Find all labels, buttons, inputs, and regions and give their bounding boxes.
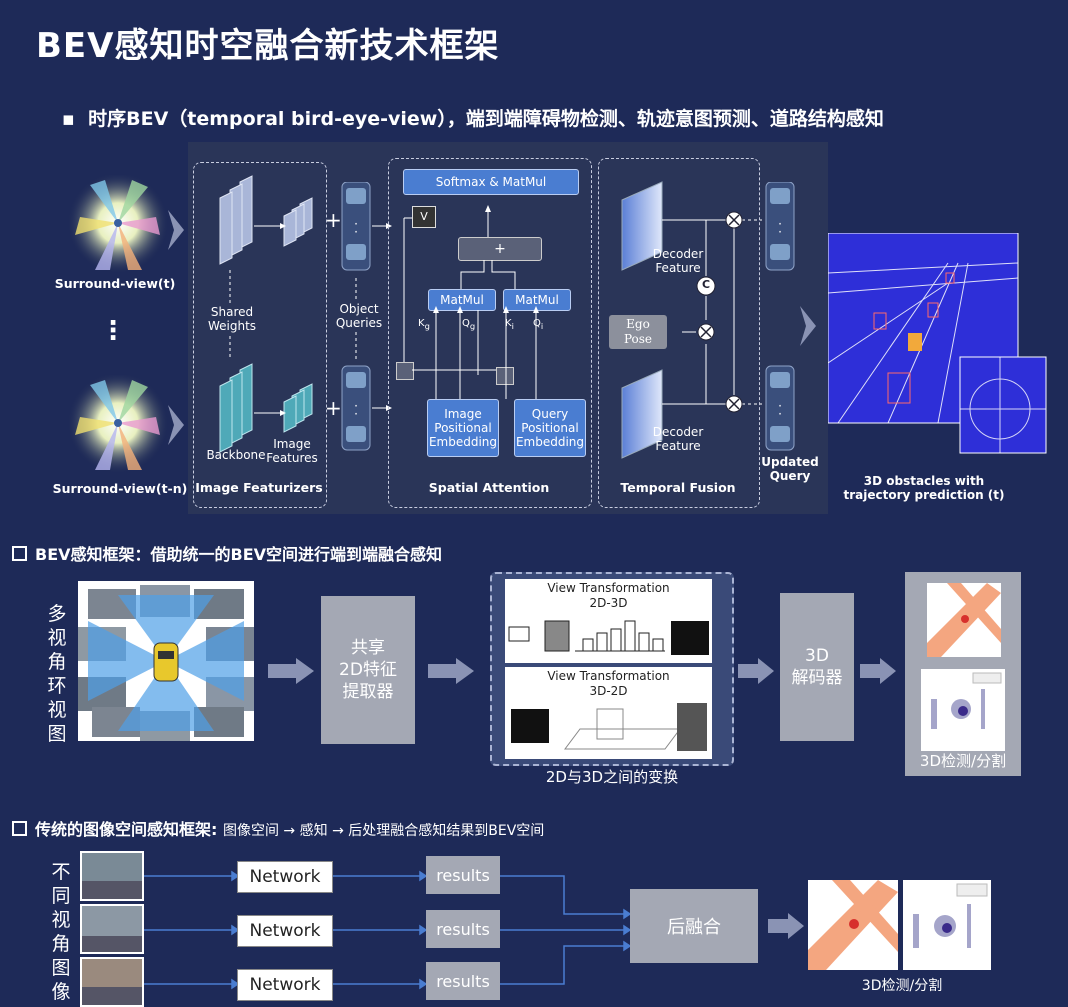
attention-connectors xyxy=(388,190,590,430)
traditional-framework-heading-text: 传统的图像空间感知框架: xyxy=(35,820,217,839)
results-box-2: results xyxy=(426,910,500,948)
camera-view-images xyxy=(80,851,144,1007)
decoder-feature-label-bottom: Decoder Feature xyxy=(648,425,708,453)
svg-text:·: · xyxy=(354,225,358,239)
network-box-3: Network xyxy=(237,969,333,1001)
bullet-label: 时序BEV（temporal bird-eye-view），端到端障碍物检测、轨… xyxy=(88,108,884,130)
multi-view-surround-image xyxy=(78,581,254,741)
backbone-label: Backbone xyxy=(204,448,268,462)
ego-pose-block: Ego Pose xyxy=(609,315,667,349)
arrow-right-icon xyxy=(738,658,774,684)
segmentation-map-image xyxy=(927,583,1001,657)
surround-view-tn-image xyxy=(60,375,180,475)
arrow-right-icon xyxy=(268,658,314,684)
arrow-right-icon xyxy=(860,658,896,684)
surround-view-tn-label: Surround-view(t-n) xyxy=(50,481,190,496)
results-box-3: results xyxy=(426,962,500,1000)
detection-pointcloud-image xyxy=(921,669,1005,751)
ellipsis-dots: ⋮ xyxy=(100,316,126,346)
arrow-right-icon xyxy=(768,913,804,939)
vt-2d3d-title: View Transformation 2D-3D xyxy=(505,581,712,611)
traditional-framework-pipeline: 图像空间 → 感知 → 后处理融合感知结果到BEV空间 xyxy=(223,823,544,839)
bullet-marker: ▪ xyxy=(62,108,88,130)
surround-view-t-label: Surround-view(t) xyxy=(50,276,180,291)
chevron-right-icon xyxy=(168,405,188,445)
svg-text:·: · xyxy=(778,407,782,421)
svg-text:·: · xyxy=(778,225,782,239)
network-box-2: Network xyxy=(237,915,333,947)
updated-query-columns: ·· ·· xyxy=(764,182,798,452)
updated-query-label: Updated Query xyxy=(758,455,822,483)
checkbox-square-icon xyxy=(12,546,27,561)
shared-weights-label: Shared Weights xyxy=(198,305,266,333)
pipeline-connectors xyxy=(144,860,644,1000)
page-title: BEV感知时空融合新技术框架 xyxy=(36,18,499,67)
surround-view-t-image xyxy=(60,175,180,275)
vt-caption: 2D与3D之间的变换 xyxy=(490,766,734,787)
bev-framework-heading: BEV感知框架：借助统一的BEV空间进行端到端融合感知 xyxy=(12,541,442,565)
image-featurizers-label: Image Featurizers xyxy=(193,480,325,495)
vt-3d2d-title: View Transformation 3D-2D xyxy=(505,669,712,699)
different-view-vertical-label: 不同视角图像 xyxy=(50,860,72,1004)
vt-3d2d-graphic xyxy=(505,699,712,757)
3d-detection-caption: 3D检测/分割 xyxy=(905,750,1021,771)
segmentation-map-image xyxy=(808,880,898,970)
multi-view-vertical-label: 多视角环视图 xyxy=(46,602,68,746)
3d-decoder-box: 3D 解码器 xyxy=(780,593,854,741)
vt-2d3d-panel: View Transformation 2D-3D xyxy=(505,579,712,663)
vt-3d2d-panel: View Transformation 3D-2D xyxy=(505,667,712,759)
concat-c-label: C xyxy=(699,278,713,291)
late-fusion-box: 后融合 xyxy=(630,889,758,963)
shared-2d-feature-extractor-box: 共享 2D特征 提取器 xyxy=(321,596,415,744)
decoder-feature-label-top: Decoder Feature xyxy=(648,247,708,275)
chevron-right-icon xyxy=(168,210,188,250)
image-features-label: Image Features xyxy=(266,437,318,465)
spatial-attention-label: Spatial Attention xyxy=(388,480,590,495)
results-box-1: results xyxy=(426,856,500,894)
3d-detection-caption-bottom: 3D检测/分割 xyxy=(842,975,962,995)
bev-framework-heading-text: BEV感知框架：借助统一的BEV空间进行端到端融合感知 xyxy=(35,545,442,564)
arrow-right-icon xyxy=(428,658,474,684)
checkbox-square-icon xyxy=(12,821,27,836)
3d-obstacles-caption: 3D obstacles with trajectory prediction … xyxy=(843,474,1005,502)
chevron-right-icon xyxy=(800,306,820,346)
traditional-framework-heading: 传统的图像空间感知框架: 图像空间 → 感知 → 后处理融合感知结果到BEV空间 xyxy=(12,816,544,840)
bullet-text: ▪ 时序BEV（temporal bird-eye-view），端到端障碍物检测… xyxy=(62,104,884,131)
3d-obstacles-render xyxy=(828,233,1048,455)
network-box-1: Network xyxy=(237,861,333,893)
temporal-fusion-label: Temporal Fusion xyxy=(598,480,758,495)
svg-text:·: · xyxy=(354,407,358,421)
detection-pointcloud-image xyxy=(903,880,991,970)
vt-2d3d-histogram xyxy=(505,611,712,661)
